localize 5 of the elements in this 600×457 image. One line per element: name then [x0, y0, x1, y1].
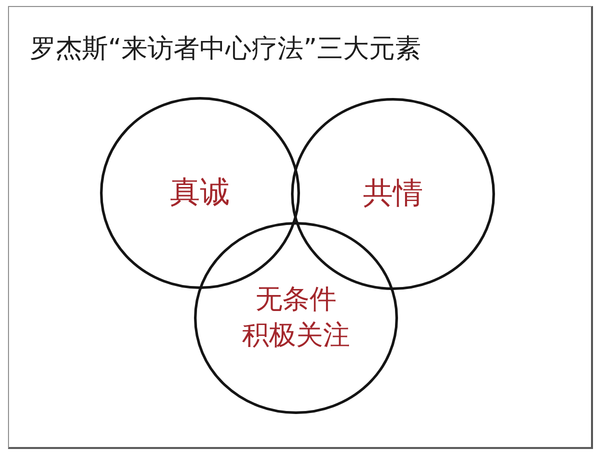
- circle-label: 无条件积极关注: [242, 283, 350, 353]
- circle-label: 真诚: [170, 175, 230, 211]
- title: 罗杰斯“来访者中心疗法”三大元素: [30, 34, 421, 64]
- venn-circle: [194, 222, 398, 414]
- circle-label: 共情: [363, 176, 423, 212]
